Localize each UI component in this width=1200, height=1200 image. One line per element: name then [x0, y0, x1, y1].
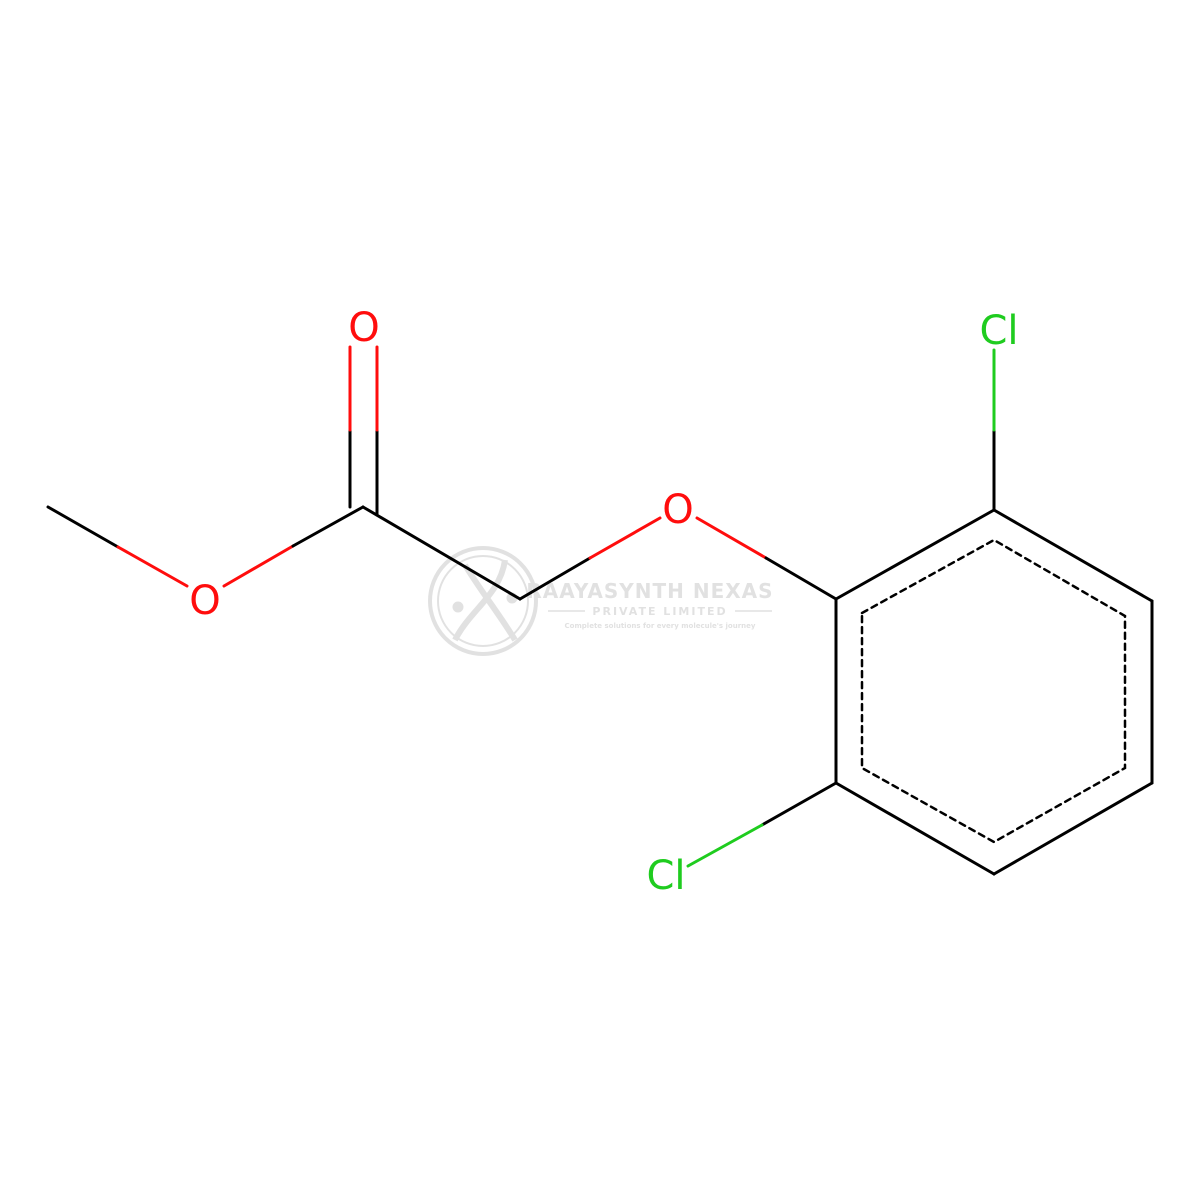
bond-ring-c2-c3	[992, 508, 1154, 603]
atom-labels: O O O Cl Cl	[189, 305, 1018, 899]
bond-o-ring-black	[764, 556, 838, 601]
atom-o-ether: O	[662, 487, 693, 533]
atom-cl-top: Cl	[979, 308, 1018, 354]
bond-ring-c4-c5	[992, 781, 1154, 876]
bonds	[46, 345, 1154, 876]
bond-ring-c5-c6	[834, 781, 996, 876]
bond-o-carbonylc-black	[291, 505, 365, 548]
atom-o-ester: O	[189, 578, 220, 624]
bond-o-carbonylc-red	[222, 544, 295, 588]
watermark-tagline: Complete solutions for every molecule's …	[565, 622, 756, 630]
bond-c6-cl-black	[760, 781, 838, 827]
watermark-logo-icon	[428, 546, 538, 656]
bond-c6-cl-green	[686, 823, 764, 868]
watermark-title: RAAYASYNTH NEXAS	[526, 579, 773, 603]
bond-ch2-o-black	[518, 556, 592, 601]
watermark: RAAYASYNTH NEXAS PRIVATE LIMITED Complet…	[428, 546, 773, 656]
bond-carbonylc-ch2	[361, 505, 522, 601]
aromatic-inner-ring	[860, 538, 1127, 844]
bond-ring-c1-c2	[834, 508, 996, 601]
atom-o-carbonyl: O	[348, 305, 379, 351]
bond-ch2-o-red	[588, 516, 662, 560]
watermark-subtitle: PRIVATE LIMITED	[592, 605, 727, 618]
bond-methyl-o-red	[116, 545, 189, 588]
bond-o-ring-red	[695, 516, 768, 560]
atom-cl-bottom: Cl	[646, 853, 685, 899]
bond-methyl-o-black	[46, 505, 120, 549]
